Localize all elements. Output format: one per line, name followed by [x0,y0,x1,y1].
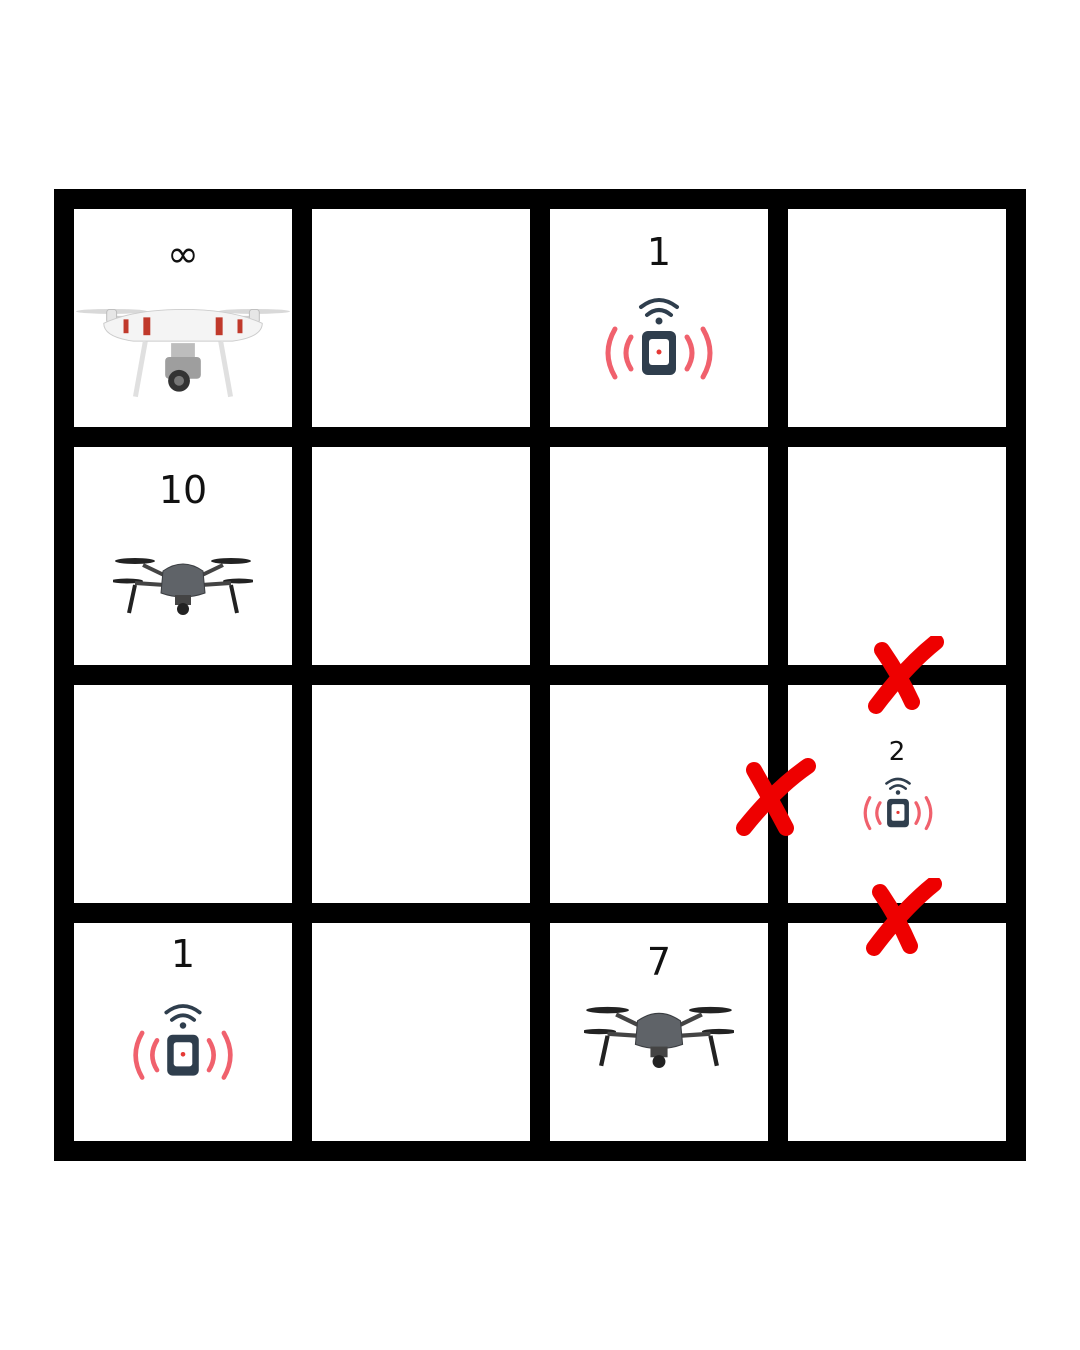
white-drone-icon [75,308,291,398]
cell-r3-c0: 1 [74,923,292,1141]
cell-r3-c1 [312,923,530,1141]
signal-beacon-icon [605,298,713,380]
signal-beacon-icon [133,1004,233,1080]
blocked-top-wall-x-icon [868,636,944,714]
cell-r0-c2: 1 [550,209,768,427]
cell-r2-c1 [312,685,530,903]
grid-board: ∞ 1 [54,189,1026,1161]
blocked-left-wall-x-icon [736,758,816,836]
cell-r1-c0: 10 [74,447,292,665]
cell-value: 7 [646,940,672,984]
cell-value: 1 [170,932,196,976]
cell-r0-c1 [312,209,530,427]
cell-r0-c0: ∞ [74,209,292,427]
cell-r1-c3 [788,447,1006,665]
cell-value: 10 [158,468,208,512]
cell-r3-c3 [788,923,1006,1141]
cell-r1-c1 [312,447,530,665]
cell-r0-c3 [788,209,1006,427]
cell-r3-c2: 7 [550,923,768,1141]
gray-drone-icon [584,1006,734,1068]
signal-beacon-icon [863,777,933,831]
gray-drone-icon [113,558,253,615]
cell-value: 1 [646,230,672,274]
cell-r2-c0 [74,685,292,903]
cell-r2-c3: 2 [788,685,1006,903]
cell-value: 2 [888,737,906,767]
blocked-bottom-wall-x-icon [866,878,942,956]
cell-value: ∞ [167,232,199,276]
cell-r2-c2 [550,685,768,903]
cell-r1-c2 [550,447,768,665]
